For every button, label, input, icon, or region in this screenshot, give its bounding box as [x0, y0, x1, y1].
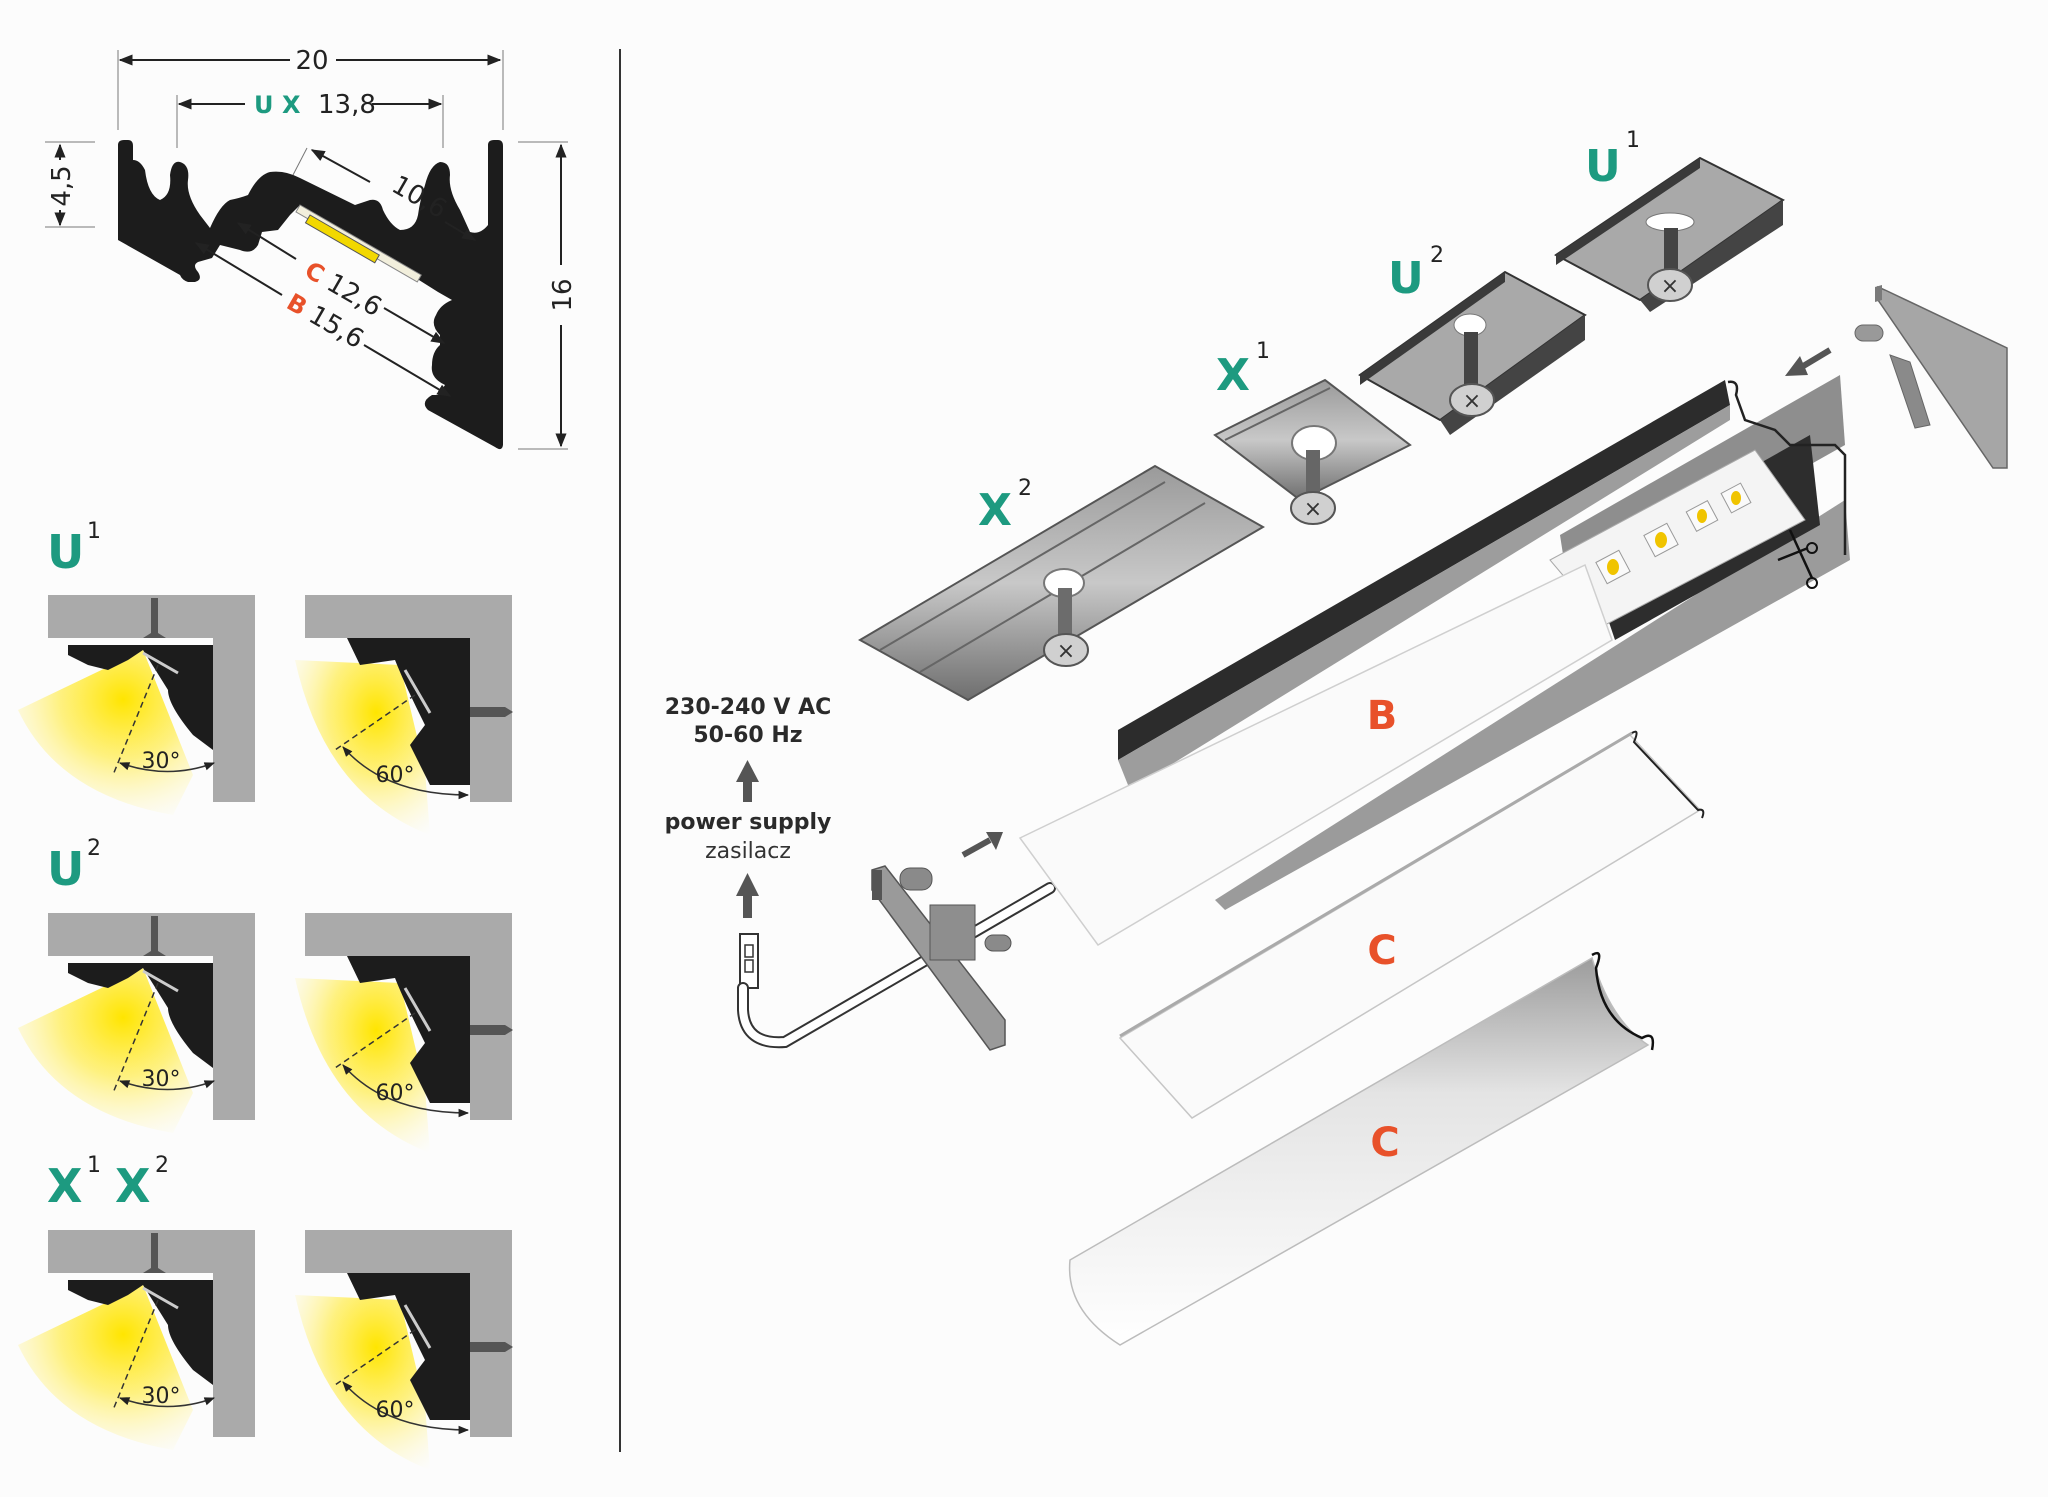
svg-text:×: × — [1661, 274, 1679, 299]
arrow-up-icon — [736, 873, 759, 918]
cover-b: B — [1018, 563, 1613, 946]
cover-c-round-letter: C — [1370, 1120, 1399, 1166]
clip-u1-letter: U — [1585, 141, 1621, 192]
clip-u2-letter: U — [1388, 253, 1424, 304]
side-wall — [470, 913, 512, 1120]
dim-mount-width: 13,8 — [318, 90, 376, 120]
clip-u2: × U 2 — [1358, 243, 1587, 435]
arrow-up-icon — [736, 760, 759, 802]
scissors-icon — [1777, 529, 1818, 589]
ceiling-mount-diagram: 30° — [18, 913, 255, 1133]
mount-superscript: 1 — [87, 1153, 101, 1178]
mount-superscript: 2 — [155, 1153, 169, 1178]
beam-angle-label: 60° — [376, 1081, 415, 1106]
screw-icon — [470, 1025, 513, 1035]
clip-x1-letter: X — [1216, 350, 1250, 401]
cover-c-flat-letter: C — [1367, 928, 1396, 974]
clip-u1: × U 1 — [1554, 128, 1785, 312]
mount-letter: U — [47, 842, 84, 896]
power-label-en: power supply — [665, 810, 832, 835]
dim-top-depth: 4,5 — [47, 165, 77, 206]
main-profile — [1118, 375, 1850, 910]
ceiling-mount-diagram: 30° — [18, 595, 255, 815]
mount-letter: X — [115, 1159, 150, 1213]
beam-angle-label: 30° — [142, 1384, 181, 1409]
side-wall — [213, 595, 255, 802]
led-chip-section — [304, 214, 380, 264]
light-beam — [18, 650, 193, 815]
light-beam — [18, 968, 193, 1133]
power-label-pl: zasilacz — [705, 839, 791, 864]
clip-x2-sup: 2 — [1018, 476, 1032, 501]
dim-height: 16 — [548, 278, 578, 311]
clip-x1: × X 1 — [1213, 339, 1412, 525]
clip-u1-sup: 1 — [1626, 128, 1640, 153]
end-cap-left-icon — [871, 865, 1012, 1051]
cable-connector-icon — [739, 933, 759, 989]
dim-cover-c-letter: C — [300, 256, 329, 289]
screw-icon — [470, 1342, 513, 1352]
svg-text:×: × — [1304, 497, 1322, 522]
screw-icon — [143, 1233, 166, 1273]
ceiling-mount-diagram: 30° — [18, 1230, 255, 1450]
dim-prefix-u: U — [254, 91, 274, 119]
cover-c-flat: C — [1118, 730, 1705, 1119]
side-wall — [213, 913, 255, 1120]
wall-mount-diagram: 60° — [295, 595, 513, 835]
exploded-view: B C C × X 2 — [857, 128, 2008, 1346]
cover-b-letter: B — [1367, 693, 1398, 739]
side-wall — [470, 1230, 512, 1437]
end-cap-right-icon — [1854, 285, 2008, 469]
clip-x1-sup: 1 — [1256, 339, 1270, 364]
beam-angle-label: 30° — [142, 749, 181, 774]
svg-text:×: × — [1463, 389, 1481, 414]
screw-icon — [470, 707, 513, 717]
dim-prefix-x: X — [282, 91, 301, 119]
clip-u2-sup: 2 — [1430, 243, 1444, 268]
screw-icon — [143, 916, 166, 956]
side-wall — [470, 595, 512, 802]
mount-superscript: 1 — [87, 519, 101, 544]
screw-icon — [143, 598, 166, 638]
beam-angle-label: 60° — [376, 763, 415, 788]
mount-letter: X — [47, 1159, 82, 1213]
power-voltage: 230-240 V AC — [665, 695, 832, 720]
wall-mount-diagram: 60° — [295, 913, 513, 1153]
power-supply-block: 230-240 V AC 50-60 Hz power supply zasil… — [665, 695, 1056, 1049]
mount-superscript: 2 — [87, 836, 101, 861]
dim-cover-b-letter: B — [282, 288, 312, 321]
beam-angle-label: 30° — [142, 1067, 181, 1092]
side-wall — [213, 1230, 255, 1437]
mount-letter: U — [47, 525, 84, 579]
arrow-insert-icon — [1785, 347, 1832, 376]
power-frequency: 50-60 Hz — [693, 723, 802, 748]
wall-mount-diagram: 60° — [295, 1230, 513, 1470]
dim-overall-width: 20 — [295, 46, 328, 76]
profile-cross-section: 20 U X 13,8 4,5 16 10,6 C 12,6 B — [45, 46, 578, 450]
profile-shape — [118, 140, 503, 450]
svg-text:×: × — [1057, 639, 1075, 664]
clip-x2-letter: X — [978, 485, 1012, 536]
clip-x2: × X 2 — [857, 464, 1266, 702]
light-beam — [18, 1285, 193, 1450]
cover-c-round: C — [1068, 951, 1655, 1346]
beam-angle-label: 60° — [376, 1398, 415, 1423]
arrow-insert-icon — [961, 832, 1003, 858]
